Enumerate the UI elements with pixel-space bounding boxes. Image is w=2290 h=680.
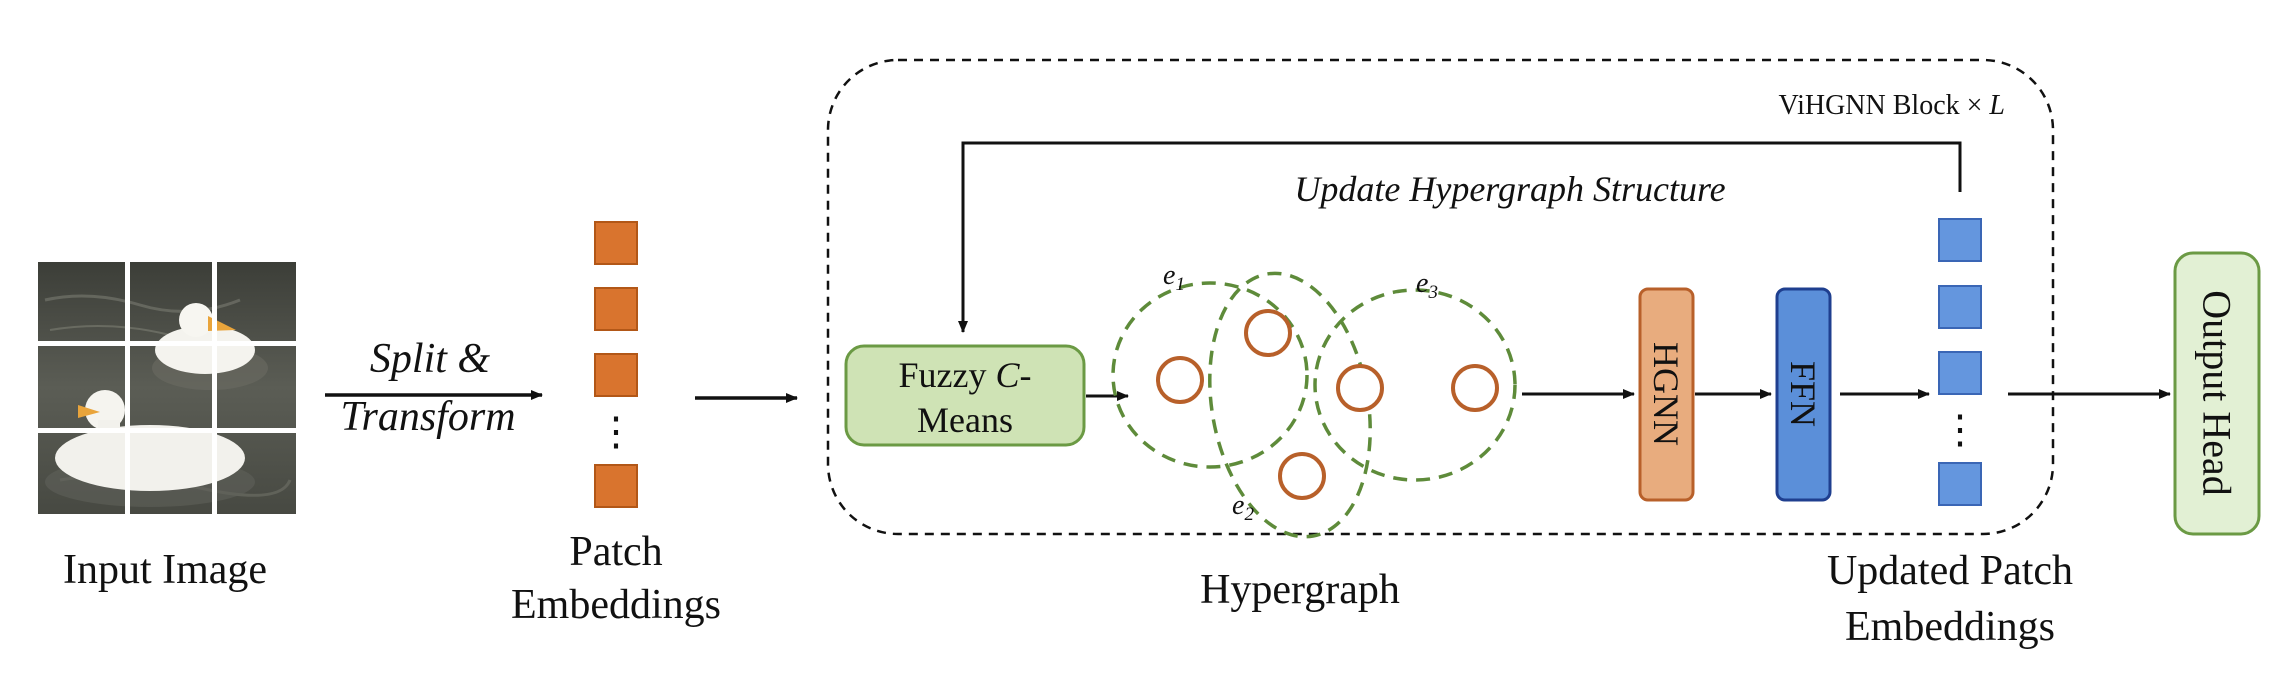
ffn-box: [1775, 287, 1832, 502]
hypergraph-node: [1336, 364, 1384, 412]
update-structure-arrow: [958, 141, 1962, 333]
hypergraph-label: Hypergraph: [1200, 567, 1400, 613]
update-structure-label: Update Hypergraph Structure: [1294, 169, 1725, 209]
fcm-label-line1: Fuzzy C-: [899, 355, 1032, 395]
updated-patch-square: [1938, 462, 1982, 506]
patch-square: [594, 353, 638, 397]
updated-patch-square: [1938, 351, 1982, 395]
hgnn-label: HGNN: [1646, 342, 1686, 446]
patch-embeddings: ⋮: [594, 221, 638, 508]
edge-label-e1: e1: [1163, 260, 1185, 295]
patch-square: [594, 464, 638, 508]
updated-patch-dots: ⋮: [1940, 407, 1980, 452]
hypergraph-node: [1278, 452, 1326, 500]
patch-embeddings-label-line2: Embeddings: [511, 582, 721, 628]
updated-patch-square: [1938, 218, 1982, 262]
output-head-label: Output Head: [2195, 290, 2240, 496]
fcm-label-line2: Means: [917, 400, 1013, 440]
block-title: ViHGNN Block × L: [1779, 90, 2005, 121]
hyperedge-e1: [1111, 281, 1309, 469]
hypergraph-node: [1451, 364, 1499, 412]
hypergraph-node: [1244, 309, 1292, 357]
split-label: Split &: [370, 336, 491, 382]
updated-patch-square: [1938, 285, 1982, 329]
updated-patch-embeddings: ⋮: [1938, 218, 1982, 506]
patch-dots: ⋮: [596, 409, 636, 454]
updated-embeddings-label-line1: Updated Patch: [1827, 548, 2073, 594]
updated-embeddings-label-line2: Embeddings: [1845, 604, 2055, 650]
input-image-label: Input Image: [63, 547, 267, 593]
patch-square: [594, 221, 638, 265]
hypergraph: [1111, 271, 1517, 539]
fuzzy-c-means-box: [844, 344, 1086, 447]
input-image: [38, 262, 296, 514]
edge-label-e3: e3: [1416, 268, 1438, 303]
output-head-box: [2173, 251, 2261, 536]
transform-label: Transform: [340, 394, 515, 440]
vihgnn-block-border: [826, 58, 2055, 536]
ffn-label: FFN: [1783, 361, 1823, 427]
patch-square: [594, 287, 638, 331]
hypergraph-node: [1156, 356, 1204, 404]
hyperedge-e3: [1313, 288, 1517, 482]
edge-label-e2: e2: [1232, 490, 1254, 525]
patch-embeddings-label-line1: Patch: [569, 529, 662, 575]
hgnn-box: [1638, 287, 1695, 502]
